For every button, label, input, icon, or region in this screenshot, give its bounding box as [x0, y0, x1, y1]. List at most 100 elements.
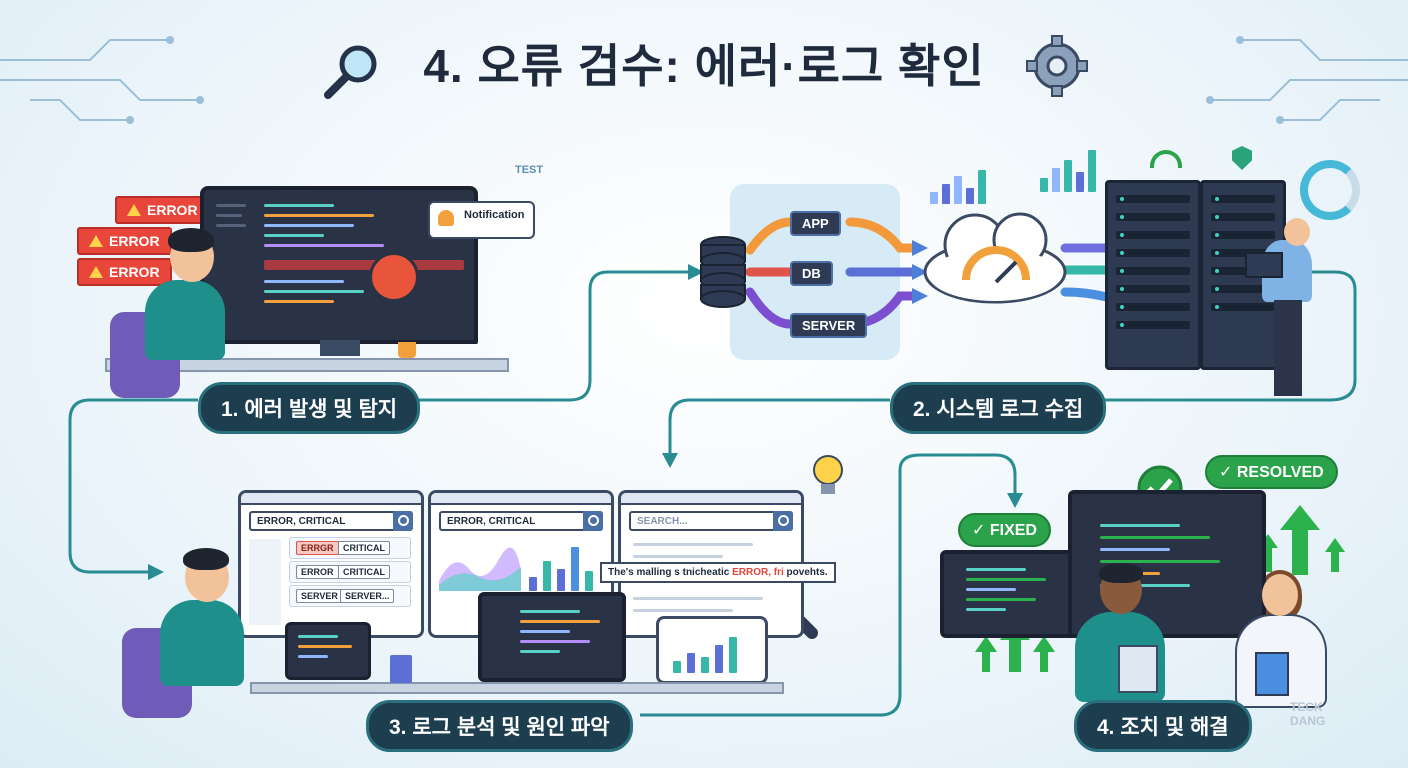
- bar-chart: [529, 547, 599, 591]
- source-label-db: DB: [790, 261, 833, 286]
- resolved-code-window: [1068, 490, 1266, 638]
- area-chart: [439, 547, 521, 591]
- snippet-highlight: ERROR, fri: [732, 567, 784, 578]
- person-body: [145, 280, 225, 360]
- flow-line-3-to-4: [640, 453, 1017, 717]
- error-badge: ERROR: [115, 196, 210, 224]
- arrowhead-2: [148, 564, 164, 580]
- resolved-label: RESOLVED: [1236, 464, 1324, 481]
- desk: [105, 358, 509, 372]
- test-label: TEST: [515, 164, 544, 176]
- log-tag: CRITICAL: [338, 565, 390, 579]
- search-icon[interactable]: [773, 511, 793, 531]
- log-panel-1: ERROR, CRITICAL ERRGR CRITICAL ERROR CRI…: [238, 490, 424, 638]
- laptop-screen: [285, 622, 371, 680]
- person-head: [1262, 574, 1298, 616]
- arrowhead-3: [662, 453, 678, 468]
- step-3-label: 3. 로그 분석 및 원인 파악: [366, 700, 633, 752]
- wifi-icon: [1150, 150, 1182, 168]
- bar-chart-icon: [1040, 150, 1100, 192]
- table-row[interactable]: SERVER SERVER...: [289, 585, 411, 607]
- table-row[interactable]: ERROR CRITICAL: [289, 561, 411, 583]
- stream-server: [745, 287, 795, 329]
- flow-line-2-right: [1080, 270, 1357, 402]
- search-icon[interactable]: [393, 511, 413, 531]
- person-hair: [183, 548, 229, 570]
- check-icon: ✓: [972, 522, 990, 539]
- flow-line-1-to-2: [410, 270, 690, 402]
- shield-icon: [1232, 146, 1252, 170]
- stream-app: [745, 217, 795, 255]
- gear-icon: [1026, 35, 1088, 97]
- person-body: [160, 600, 244, 686]
- snippet-text: povehts.: [786, 567, 828, 578]
- snippet-text: The's malling s tnicheatic: [608, 567, 730, 578]
- log-tag: SERVER...: [340, 589, 395, 603]
- desk: [250, 682, 784, 694]
- check-icon: ✓: [1219, 464, 1237, 481]
- resolved-badge: ✓ RESOLVED: [1205, 455, 1338, 489]
- arrowhead-1: [688, 264, 704, 280]
- error-badge-label: ERROR: [147, 202, 198, 218]
- server-rack: [1105, 180, 1201, 370]
- bell-icon: [438, 210, 454, 226]
- step-4-label: 4. 조치 및 해결: [1074, 700, 1252, 752]
- source-label-app: APP: [790, 211, 841, 236]
- engineer-head: [1284, 218, 1310, 246]
- warning-icon: [127, 204, 141, 216]
- fixed-badge: ✓ FIXED: [958, 513, 1051, 547]
- notification-popup: Notification: [428, 201, 535, 239]
- error-badge-label: ERROR: [109, 264, 160, 280]
- search-placeholder: SEARCH...: [637, 516, 688, 527]
- engineer-legs: [1274, 300, 1302, 396]
- fixed-code-window: [940, 550, 1088, 638]
- source-label-server: SERVER: [790, 313, 868, 338]
- flow-line-1-to-3: [68, 398, 198, 574]
- notification-title: Notification: [464, 209, 525, 221]
- monitor-stand: [320, 340, 360, 356]
- up-arrow-icon: [1280, 505, 1320, 575]
- search-value: ERROR, CRITICAL: [447, 516, 536, 527]
- bug-icon: [369, 252, 419, 302]
- log-tag: ERROR: [296, 565, 339, 579]
- log-tag: CRITICAL: [338, 541, 390, 555]
- pencil-cup-icon: [390, 655, 412, 683]
- clipboard-icon: [1118, 645, 1158, 693]
- search-input[interactable]: ERROR, CRITICAL: [439, 511, 603, 531]
- fixed-label: FIXED: [989, 522, 1037, 539]
- panel-sidebar: [249, 539, 281, 625]
- database-icon: [700, 236, 746, 308]
- search-input[interactable]: SEARCH...: [629, 511, 793, 531]
- donut-chart-icon: [1300, 160, 1360, 220]
- person-hair: [168, 228, 214, 252]
- person-hair: [1099, 563, 1143, 583]
- flow-line-2-to-3: [668, 398, 890, 455]
- code-window: [478, 592, 626, 682]
- table-row[interactable]: ERRGR CRITICAL: [289, 537, 411, 559]
- step-1-label: 1. 에러 발생 및 탐지: [198, 382, 421, 434]
- tablet: [1245, 252, 1283, 278]
- bar-chart-icon: [930, 170, 990, 204]
- log-tag: SERVER: [296, 589, 343, 603]
- log-snippet: The's malling s tnicheatic ERROR, fri po…: [600, 562, 836, 583]
- arrowhead-4: [1007, 493, 1023, 508]
- cloud-icon: [923, 212, 1067, 304]
- error-badge: ERROR: [77, 258, 172, 286]
- search-value: ERROR, CRITICAL: [257, 516, 346, 527]
- page-title: 4. 오류 검수: 에러·로그 확인: [423, 40, 985, 92]
- step-2-label: 2. 시스템 로그 수집: [890, 382, 1107, 434]
- magnifier-icon: [324, 45, 377, 99]
- search-input[interactable]: ERROR, CRITICAL: [249, 511, 413, 531]
- error-badge: ERROR: [77, 227, 172, 255]
- error-badge-label: ERROR: [109, 233, 160, 249]
- coffee-cup-icon: [398, 342, 416, 358]
- chart-card: [656, 616, 768, 684]
- tablet: [1255, 652, 1289, 696]
- watermark: TECK DANG: [1290, 700, 1326, 728]
- log-tag: ERRGR: [296, 541, 339, 555]
- warning-icon: [89, 266, 103, 278]
- warning-icon: [89, 235, 103, 247]
- search-icon[interactable]: [583, 511, 603, 531]
- lightbulb-icon: [813, 455, 843, 494]
